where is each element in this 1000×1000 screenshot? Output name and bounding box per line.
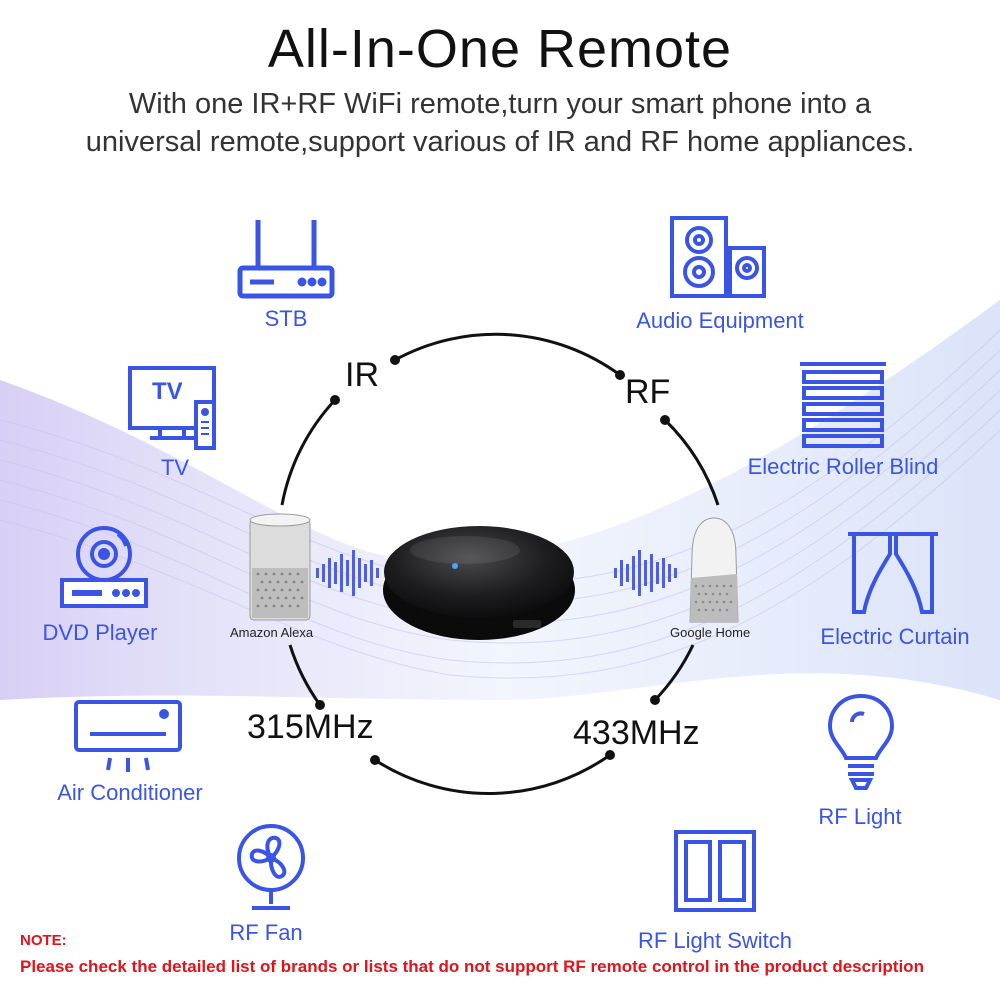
- 315mhz-label: 315MHz: [247, 708, 374, 746]
- stb-label: STB: [264, 306, 308, 331]
- page-title: All-In-One Remote: [267, 19, 733, 79]
- 433mhz-label: 433MHz: [573, 714, 700, 752]
- google-home-label: Google Home: [670, 625, 751, 640]
- note-text: Please check the detailed list of brands…: [20, 957, 924, 976]
- dvd-player-label: DVD Player: [42, 620, 158, 645]
- curtain-icon: [848, 532, 938, 614]
- tv-label: TV: [160, 455, 190, 480]
- light-switch-icon: [674, 830, 756, 912]
- router-stb-icon: [237, 220, 335, 299]
- audio-equipment-label: Audio Equipment: [636, 308, 804, 333]
- air-conditioner-label: Air Conditioner: [57, 780, 203, 805]
- electric-curtain-label: Electric Curtain: [820, 624, 970, 649]
- rf-light-switch-label: RF Light Switch: [637, 928, 793, 953]
- subtitle-line-2: universal remote,support various of IR a…: [85, 126, 915, 158]
- tv-icon-text: TV: [152, 378, 183, 405]
- dvd-player-icon: [60, 526, 148, 608]
- speaker-audio-icon: [670, 216, 766, 298]
- rf-fan-label: RF Fan: [229, 920, 303, 945]
- amazon-alexa-label: Amazon Alexa: [230, 625, 314, 640]
- rf-label: RF: [625, 373, 671, 411]
- air-conditioner-icon: [74, 700, 182, 772]
- amazon-alexa-speaker-icon: [249, 513, 311, 621]
- fan-icon: [237, 824, 305, 910]
- subtitle-line-1: With one IR+RF WiFi remote,turn your sma…: [128, 88, 872, 120]
- roller-blind-icon: [800, 362, 886, 448]
- light-bulb-icon: [827, 693, 895, 790]
- note-heading: NOTE:: [20, 932, 67, 949]
- ir-label: IR: [345, 356, 379, 394]
- ir-rf-hub-device: [383, 526, 575, 640]
- rf-light-label: RF Light: [818, 804, 902, 829]
- sound-wave-left-icon: [316, 550, 379, 596]
- google-home-speaker-icon: [689, 517, 739, 623]
- sound-wave-right-icon: [614, 550, 677, 596]
- tv-icon: [128, 366, 216, 450]
- electric-roller-blind-label: Electric Roller Blind: [747, 454, 939, 479]
